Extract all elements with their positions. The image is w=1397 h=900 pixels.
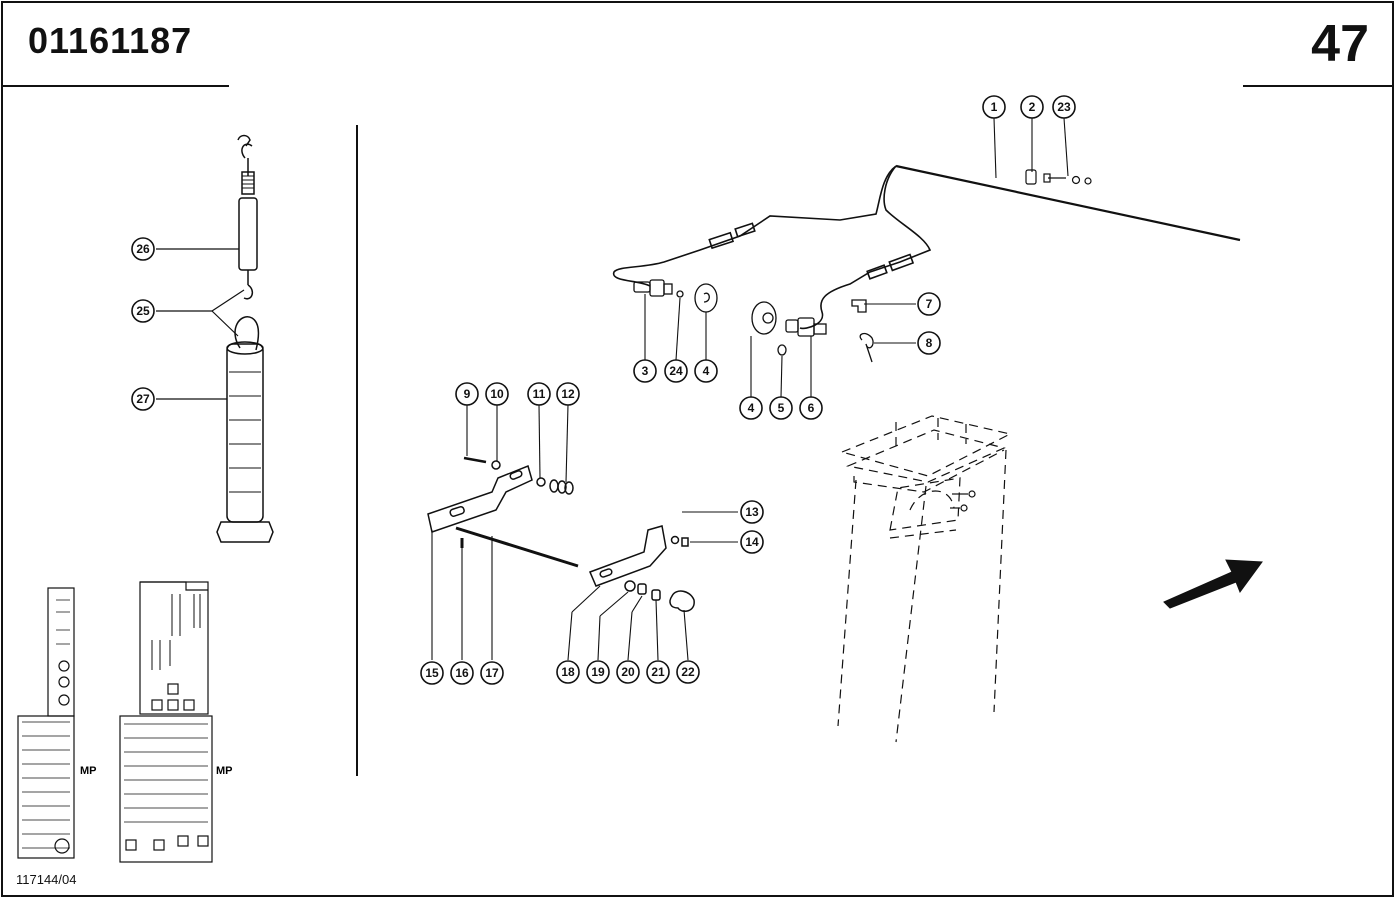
svg-text:2: 2	[1029, 100, 1036, 114]
callout-15: 15	[420, 661, 444, 685]
page-number: 47	[1311, 15, 1369, 73]
callout-21: 21	[646, 660, 670, 684]
direction-arrow-icon	[1163, 559, 1263, 609]
callout-18: 18	[556, 660, 580, 684]
fasteners-2-23	[1025, 169, 1092, 185]
callout-13: 13	[740, 500, 764, 524]
svg-text:20: 20	[621, 665, 635, 679]
thumbnail-left	[17, 587, 75, 859]
svg-text:10: 10	[490, 387, 504, 401]
callout-19: 19	[586, 660, 610, 684]
housing-bolts	[950, 490, 976, 512]
svg-text:18: 18	[561, 665, 575, 679]
callout-26: 26	[131, 237, 155, 261]
callout-16: 16	[450, 661, 474, 685]
callout-8: 8	[917, 331, 941, 355]
thumbnail-right-label: MP	[216, 765, 233, 777]
svg-text:22: 22	[681, 665, 695, 679]
svg-text:4: 4	[703, 364, 710, 378]
callout-4b: 4	[739, 396, 763, 420]
svg-text:9: 9	[464, 387, 471, 401]
leaders-main	[431, 117, 1069, 661]
callout-12: 12	[556, 382, 580, 406]
svg-text:12: 12	[561, 387, 575, 401]
svg-text:15: 15	[425, 666, 439, 680]
callout-4a: 4	[694, 359, 718, 383]
callout-11: 11	[527, 382, 551, 406]
callout-23: 23	[1052, 95, 1076, 119]
callout-1: 1	[982, 95, 1006, 119]
header-rule-right	[1243, 85, 1394, 87]
bracket-assembly	[427, 456, 695, 613]
svg-text:6: 6	[808, 401, 815, 415]
thumbnail-left-label: MP	[80, 765, 97, 777]
callout-20: 20	[616, 660, 640, 684]
svg-text:23: 23	[1057, 100, 1071, 114]
svg-text:26: 26	[136, 242, 150, 256]
spring-tube-assembly	[216, 134, 274, 543]
header-rule-left	[1, 85, 229, 87]
svg-text:24: 24	[669, 364, 683, 378]
svg-text:4: 4	[748, 401, 755, 415]
callout-5: 5	[769, 396, 793, 420]
clips-7-8	[851, 299, 874, 363]
svg-text:27: 27	[136, 392, 150, 406]
svg-text:7: 7	[926, 297, 933, 311]
svg-text:17: 17	[485, 666, 499, 680]
callout-27: 27	[131, 387, 155, 411]
svg-text:14: 14	[745, 535, 759, 549]
svg-text:19: 19	[591, 665, 605, 679]
svg-text:3: 3	[642, 364, 649, 378]
callout-17: 17	[480, 661, 504, 685]
leaders-left	[156, 248, 245, 400]
callout-10: 10	[485, 382, 509, 406]
callout-22: 22	[676, 660, 700, 684]
callout-14: 14	[740, 530, 764, 554]
callout-6: 6	[799, 396, 823, 420]
thumbnail-right	[119, 581, 213, 863]
svg-text:5: 5	[778, 401, 785, 415]
callout-2: 2	[1020, 95, 1044, 119]
svg-text:13: 13	[745, 505, 759, 519]
part-number: 01161187	[28, 20, 193, 61]
svg-text:8: 8	[926, 336, 933, 350]
callout-24: 24	[664, 359, 688, 383]
cable-fitting-6	[751, 301, 827, 356]
callout-3: 3	[633, 359, 657, 383]
svg-text:25: 25	[136, 304, 150, 318]
callout-7: 7	[917, 292, 941, 316]
drawing-reference: 117144/04	[16, 872, 77, 887]
callout-9: 9	[455, 382, 479, 406]
svg-text:21: 21	[651, 665, 665, 679]
cable-assembly	[613, 164, 1241, 330]
svg-text:1: 1	[991, 100, 998, 114]
svg-text:11: 11	[533, 387, 546, 401]
svg-text:16: 16	[455, 666, 469, 680]
cable-fitting-3	[633, 279, 718, 313]
callout-25: 25	[131, 299, 155, 323]
machine-housing	[837, 415, 1012, 743]
